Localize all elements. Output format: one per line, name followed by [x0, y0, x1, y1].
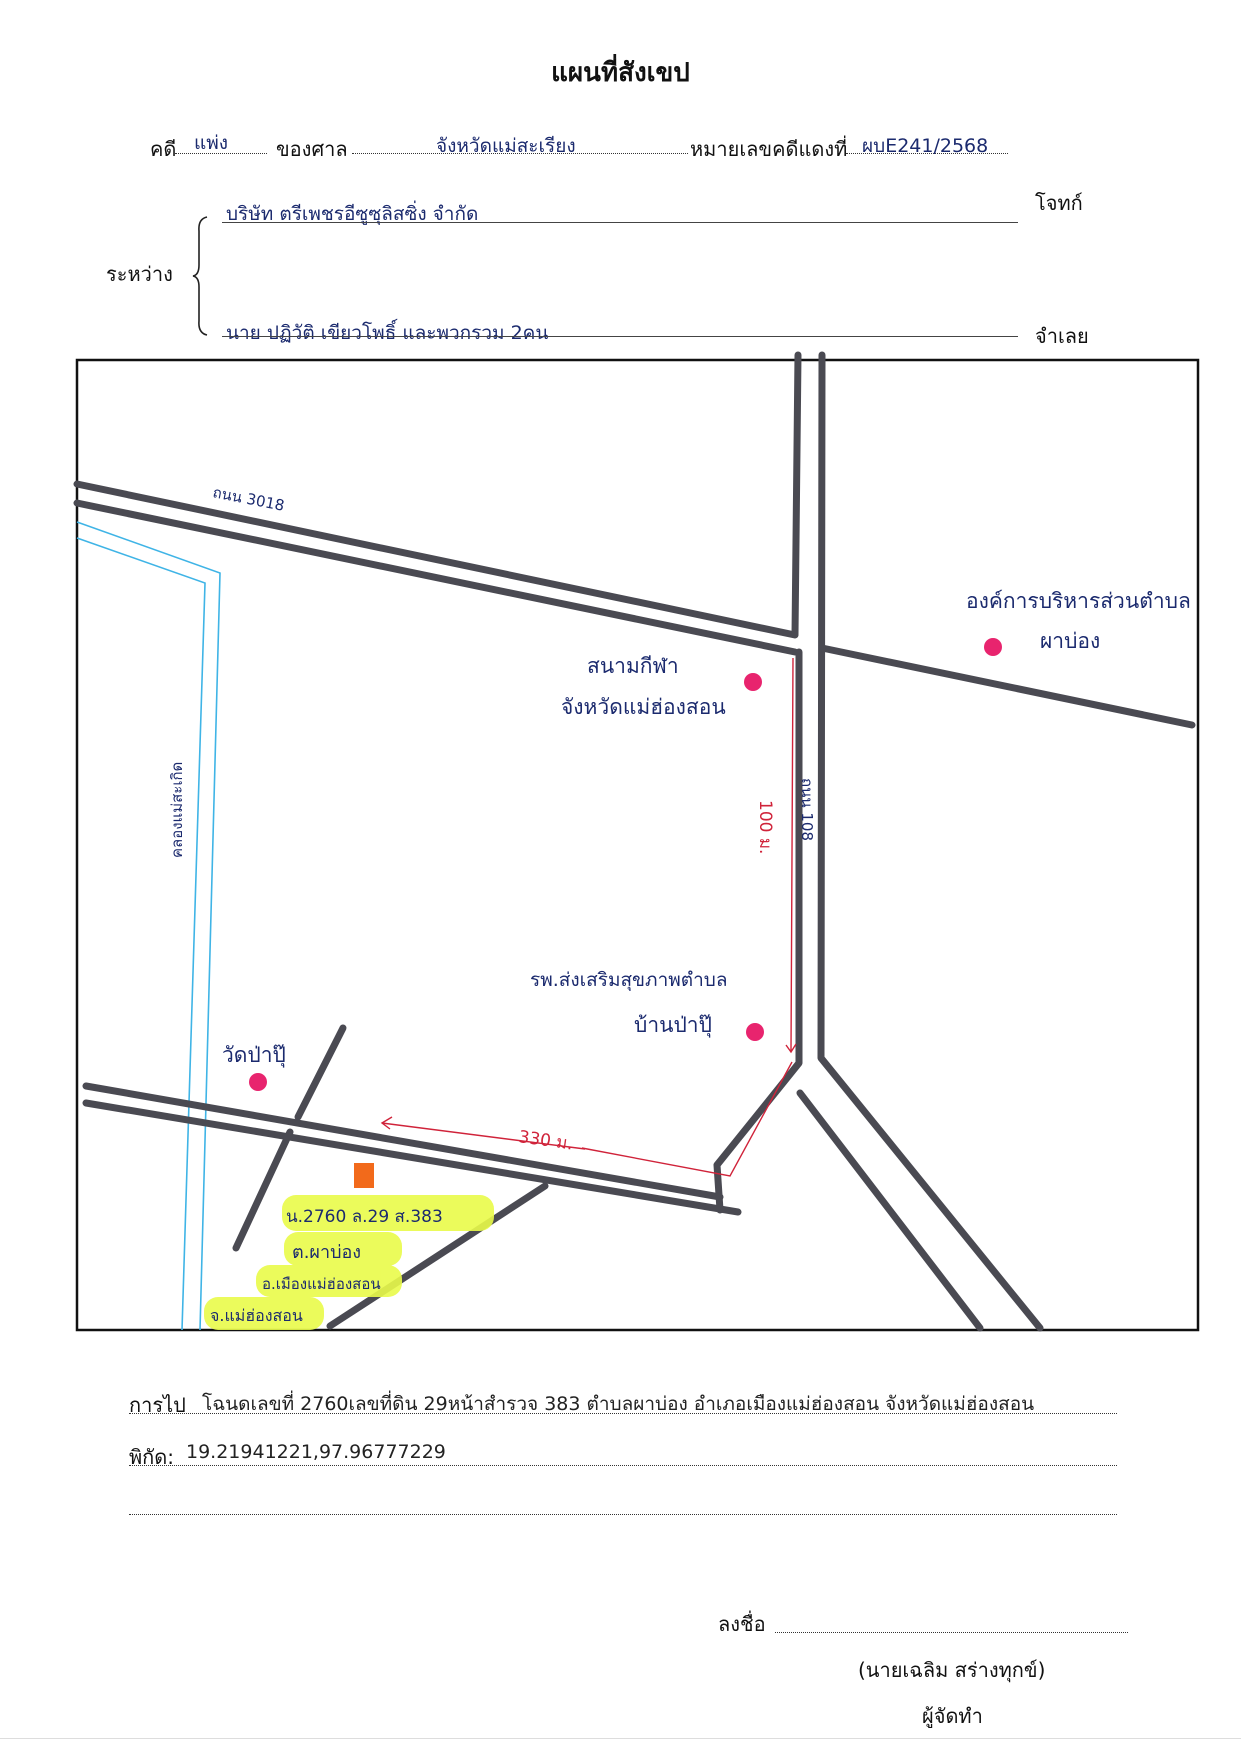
lane-diagonal: [326, 1182, 549, 1330]
main-road-upper-edge: [82, 1082, 724, 1201]
page-title: แผนที่สังเขป: [551, 58, 690, 88]
plot-highlight-1: [282, 1195, 494, 1231]
signer-name: (นายเฉลิม สร่างทุกข์): [858, 1658, 1046, 1682]
directions-line: [129, 1413, 1117, 1414]
page-bottom-edge: [0, 1738, 1241, 1739]
landmark-dots: [249, 638, 1002, 1091]
hospital-label-line1: รพ.ส่งเสริมสุขภาพตำบล: [530, 969, 727, 992]
defendant-label: จำเลย: [1035, 324, 1089, 348]
brace-bracket: [192, 216, 208, 336]
distance-indicators: [380, 657, 797, 1177]
plot-marker: [354, 1163, 374, 1188]
case-type-line: [175, 153, 267, 154]
road-to-temple: [294, 1024, 347, 1121]
red-case-number-value: ผบE241/2568: [862, 135, 989, 157]
dist-horizontal-label: 330 ม.: [517, 1127, 574, 1154]
directions-text: โฉนดเลขที่ 2760เลขที่ดิน 29หน้าสำรวจ 383…: [202, 1393, 1035, 1415]
stadium-label-line1: สนามกีฬา: [587, 654, 679, 678]
blank-line: [129, 1514, 1117, 1515]
sao-label-line1: องค์การบริหารส่วนตำบล: [966, 589, 1191, 613]
road-108-west-edge: [713, 648, 803, 1214]
dist-horizontal-line: [380, 1061, 793, 1177]
main-road-lower-edge: [82, 1099, 742, 1216]
road-south-west-edge: [796, 1089, 984, 1332]
plaintiff-line: [222, 222, 1018, 223]
defendant-line: [222, 336, 1018, 337]
sao-dot: [984, 638, 1002, 656]
hospital-label-line2: บ้านป่าปุ๊: [634, 1013, 712, 1038]
side-road-sao: [818, 644, 1196, 729]
plot-label-line1: น.2760 ล.29 ส.383: [286, 1207, 443, 1227]
plot-highlights: [204, 1195, 494, 1330]
roads: [73, 351, 1196, 1332]
signature-line: [775, 1632, 1128, 1633]
plot-label-line4: จ.แม่ฮ่องสอน: [210, 1306, 303, 1325]
red-case-label: หมายเลขคดีแดงที่: [690, 137, 848, 161]
canal: [76, 521, 221, 1331]
plaintiff-label: โจทก์: [1035, 191, 1083, 215]
sao-label-line2: ผาบ่อง: [1040, 629, 1100, 653]
temple-label: วัดป่าปุ๊: [222, 1043, 286, 1068]
dist-vertical-label: 100 ม.: [755, 800, 775, 854]
court-label: ของศาล: [276, 137, 348, 161]
road-3018-label: ถนน 3018: [211, 483, 286, 515]
case-type-value: แพ่ง: [194, 132, 229, 154]
road-3018-bottom-edge: [73, 499, 799, 656]
coords-line: [129, 1465, 1117, 1466]
lane-west: [232, 1128, 294, 1252]
road-108-label: ถนน 108: [798, 778, 816, 841]
plot-label-line3: อ.เมืองแม่ฮ่องสอน: [262, 1275, 381, 1293]
court-name-line: [352, 153, 688, 154]
signer-role: ผู้จัดทำ: [922, 1704, 983, 1728]
dist-vertical-line: [785, 657, 797, 1054]
map-frame: [75, 358, 1200, 1332]
hospital-dot: [746, 1023, 764, 1041]
sign-label: ลงชื่อ: [718, 1612, 766, 1636]
plot-highlight-4: [204, 1297, 324, 1330]
between-label: ระหว่าง: [106, 262, 173, 286]
coords-label: พิกัด:: [129, 1445, 175, 1469]
stadium-dot: [744, 673, 762, 691]
plot-highlight-3: [256, 1265, 402, 1297]
temple-dot: [249, 1073, 267, 1091]
stadium-label-line2: จังหวัดแม่ฮ่องสอน: [561, 695, 726, 719]
defendant-name: นาย ปฏิวัติ เขียวโพธิ์ และพวกรวม 2คน: [226, 322, 549, 344]
road-108-east-edge: [817, 351, 1044, 1332]
canal-label: คลองแม่สะเกิด: [168, 762, 186, 858]
plaintiff-name: บริษัท ตรีเพชรอีซูซุลิสซิ่ง จำกัด: [226, 203, 479, 225]
coords-value: 19.21941221,97.96777229: [186, 1441, 446, 1463]
directions-label: การไป: [129, 1393, 186, 1417]
road-3018-top-edge: [73, 351, 802, 639]
plot-highlight-2: [284, 1232, 402, 1266]
court-name-value: จังหวัดแม่สะเรียง: [436, 135, 576, 157]
plot-label-line2: ต.ผาบ่อง: [292, 1242, 361, 1263]
case-label: คดี: [150, 137, 177, 161]
red-case-number-line: [846, 153, 1008, 154]
